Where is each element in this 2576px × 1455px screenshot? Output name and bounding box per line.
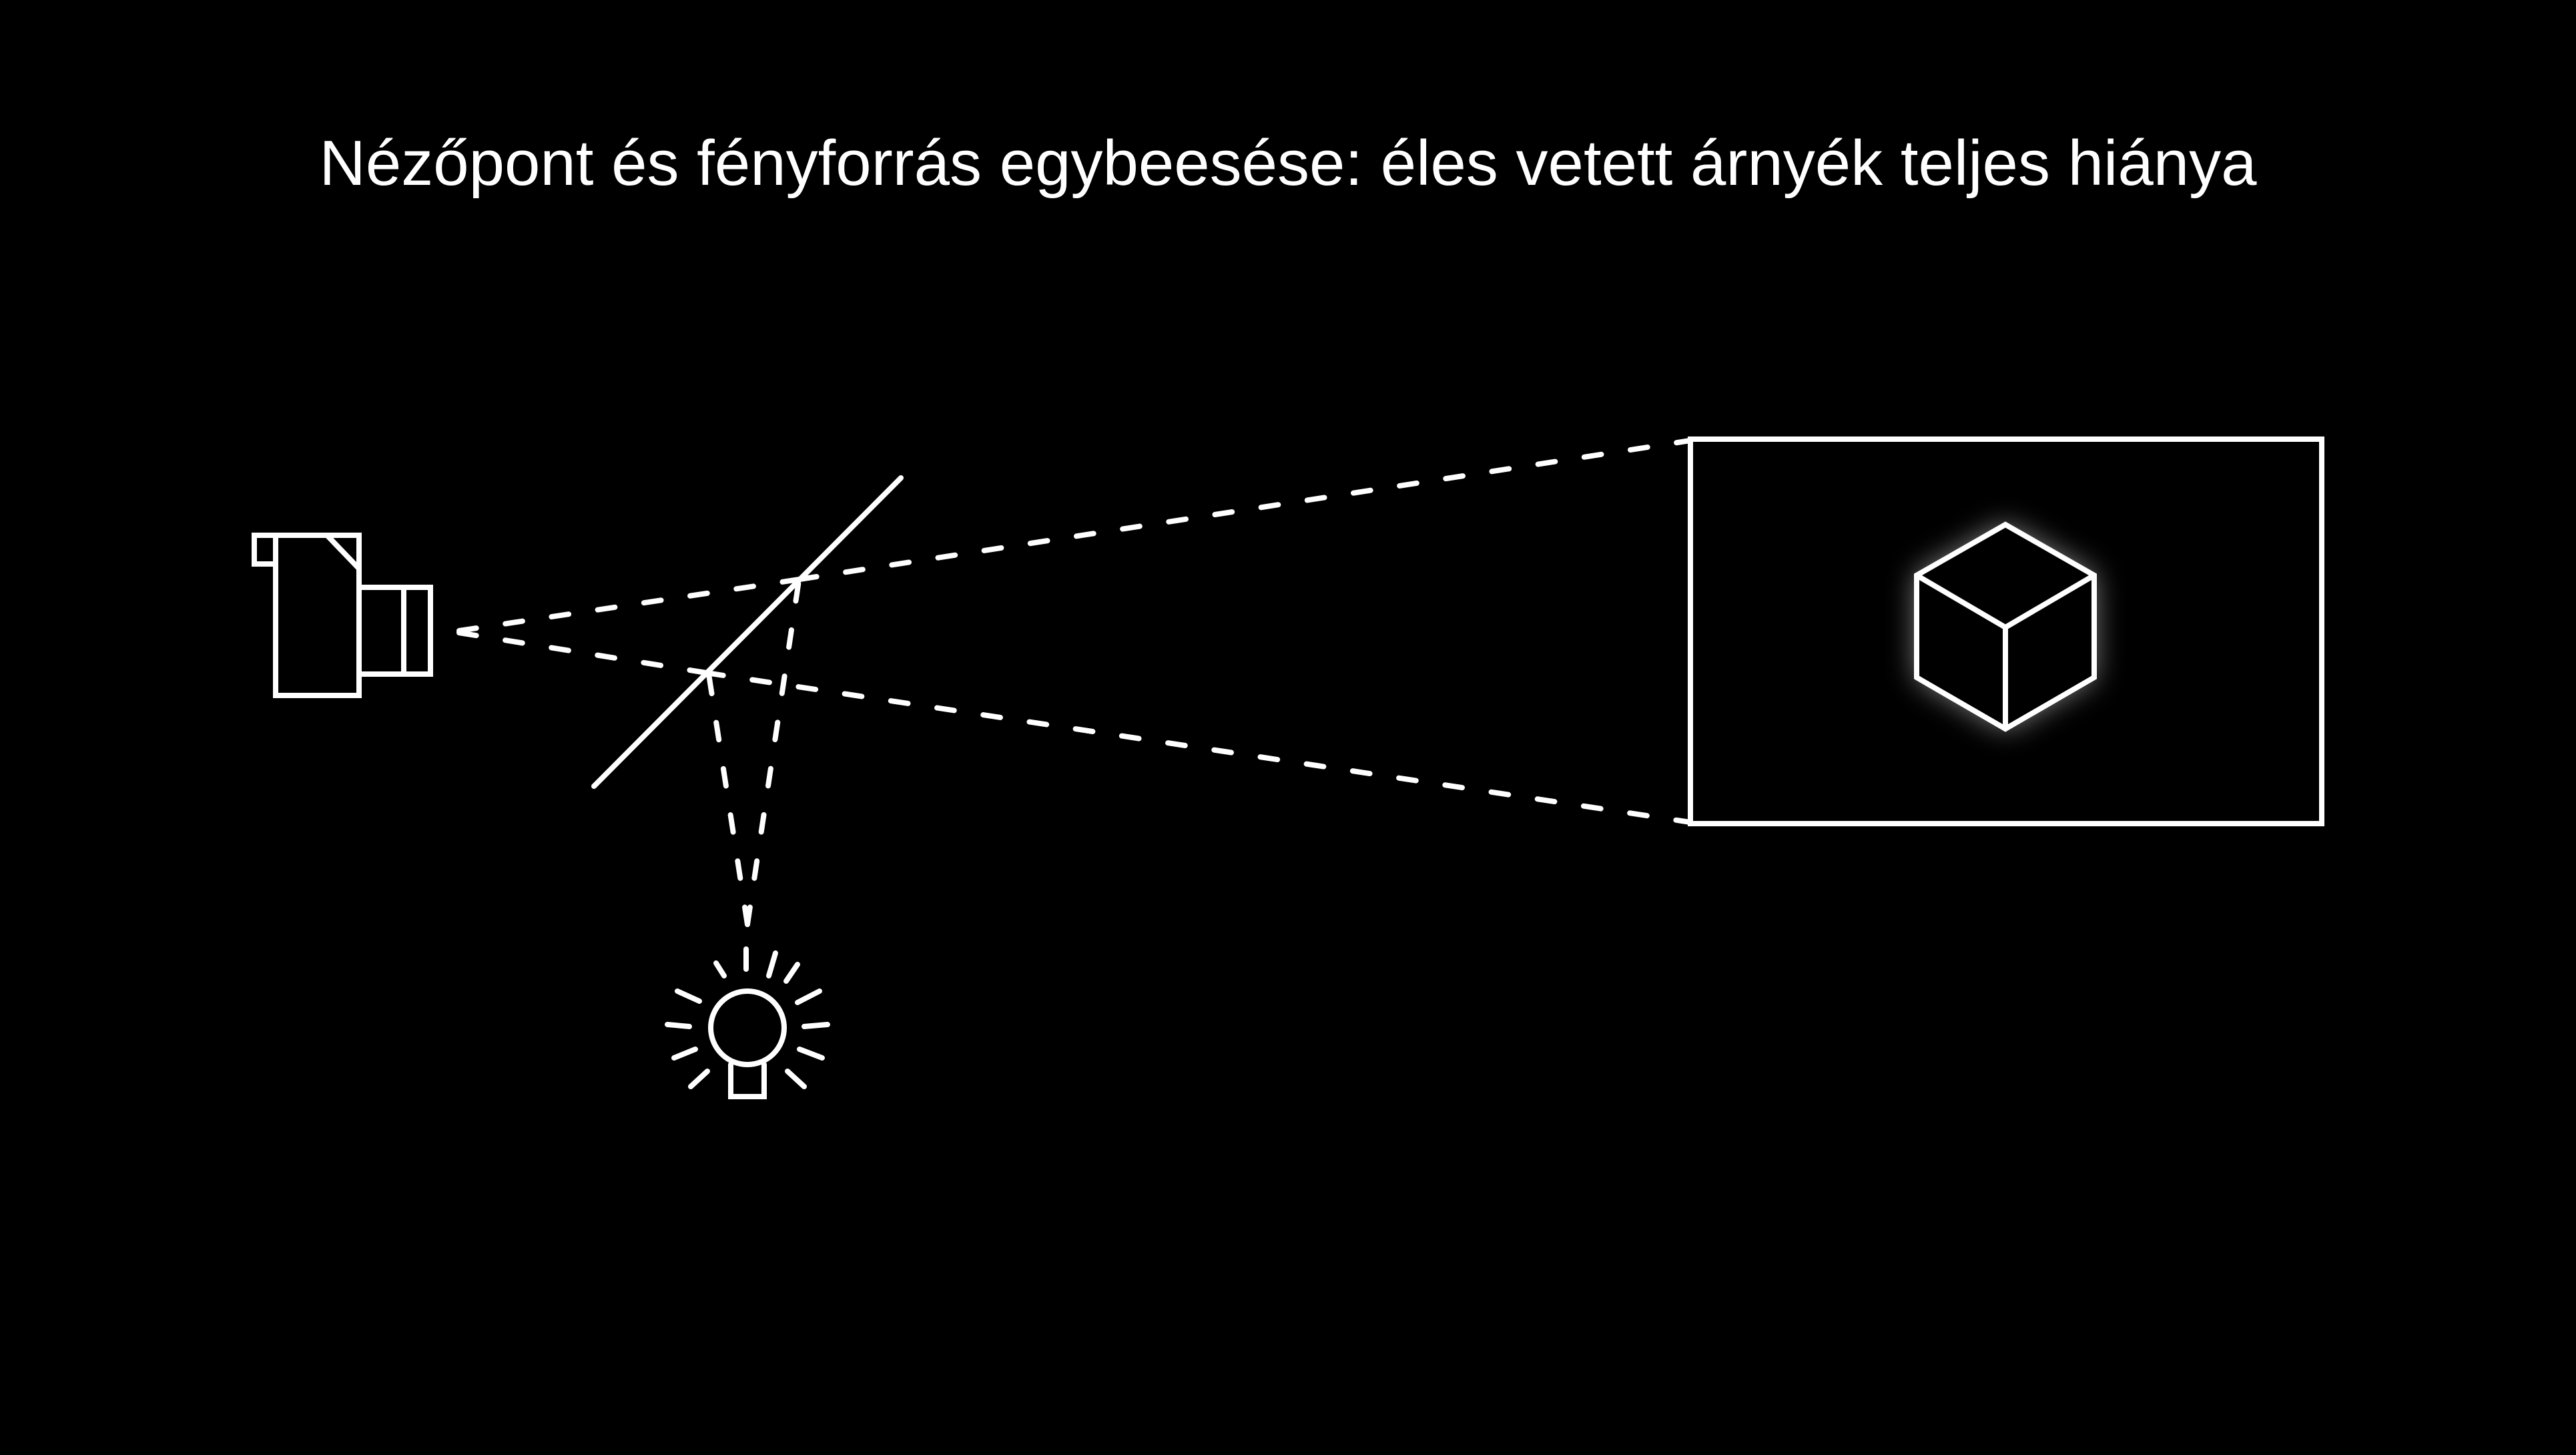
camera-icon xyxy=(252,533,433,698)
projection-ray-upper xyxy=(797,438,1693,582)
picture-frame xyxy=(1688,437,2324,826)
projection-ray-lower xyxy=(703,670,1693,825)
light-ray-right xyxy=(745,578,801,927)
camera-ray-lower xyxy=(456,630,709,675)
light-bulb-icon xyxy=(665,946,830,1099)
beam-splitter-line xyxy=(591,475,904,789)
cube-icon xyxy=(1914,521,2097,732)
diagram-title: Nézőpont és fényforrás egybeesése: éles … xyxy=(319,127,2257,199)
light-ray-left xyxy=(706,671,750,927)
camera-ray-upper xyxy=(456,577,802,633)
